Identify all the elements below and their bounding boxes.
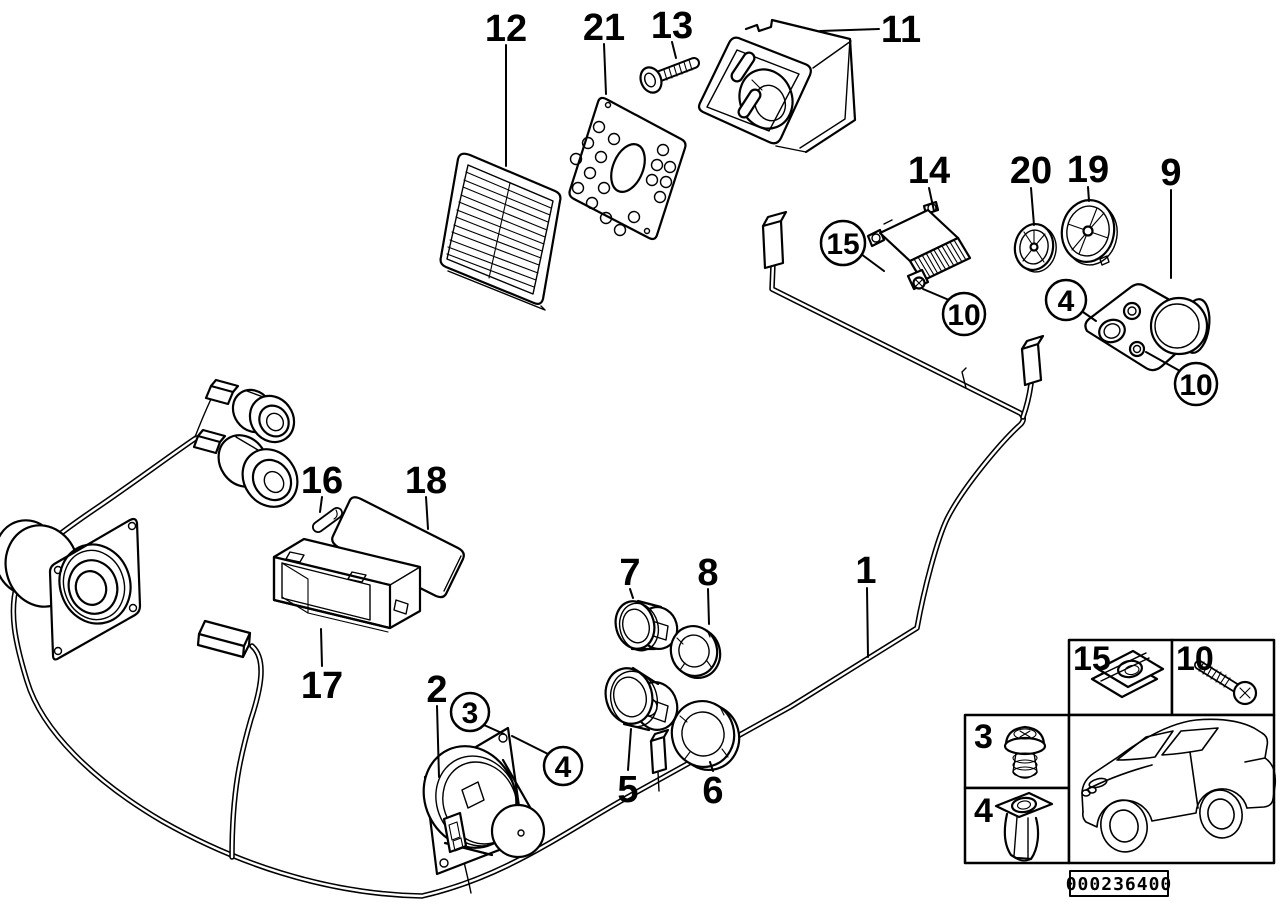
screw-rivet-icon [1003,725,1047,779]
part-18-cover-plate [331,496,465,599]
speaker-terminal [442,811,468,854]
clip-nut-icon [1090,649,1165,699]
connector-block [761,210,788,270]
callout-4-circled-b[interactable]: 4 [542,745,584,787]
callout-12[interactable]: 12 [485,8,527,50]
tweeter-feed-wire [194,398,212,438]
svg-text:4: 4 [1058,285,1075,318]
tapping-screw-icon [1194,660,1258,706]
legend-label-10[interactable]: 10 [1176,640,1214,678]
part-5-mid-speaker [604,666,679,732]
callout-18[interactable]: 18 [405,460,447,502]
callout-10-circled-b[interactable]: 10 [1173,361,1219,407]
callout-17[interactable]: 17 [301,665,343,707]
callout-15-circled[interactable]: 15 [819,219,867,267]
svg-text:10: 10 [1179,369,1212,402]
callout-21[interactable]: 21 [583,7,625,49]
diagram-number-box: 000236400 [1066,870,1173,897]
connector-block [1020,334,1045,387]
part-14-finned-bracket [866,200,972,291]
connector-block [192,428,227,455]
callout-7[interactable]: 7 [619,552,640,594]
expansion-rivet-icon [994,791,1054,862]
callout-2[interactable]: 2 [426,669,447,711]
harness-stub [961,367,967,389]
legend-label-3[interactable]: 3 [974,718,993,756]
callout-6[interactable]: 6 [702,770,723,812]
tweeter-pair [217,388,299,508]
heatsink-fins [913,239,967,280]
legend-label-15[interactable]: 15 [1073,640,1111,678]
callout-11[interactable]: 11 [881,9,921,51]
legend: 15 10 3 4 000236400 [963,638,1277,897]
callout-20[interactable]: 20 [1010,150,1052,192]
part-2-speaker-assembly [422,726,546,876]
callout-16[interactable]: 16 [301,460,343,502]
svg-text:10: 10 [947,299,980,332]
callout-13[interactable]: 13 [651,5,693,47]
part-16-pin [312,507,343,533]
svg-text:3: 3 [462,697,479,730]
svg-text:15: 15 [826,228,859,261]
part-11-speaker-housing [697,18,857,154]
callout-9[interactable]: 9 [1160,152,1181,194]
connector-block [196,619,252,659]
callout-8[interactable]: 8 [697,552,718,594]
callout-1[interactable]: 1 [855,550,876,592]
part-21-mounting-plate [568,96,687,241]
car-silhouette [1081,718,1277,853]
connector-block [204,378,240,406]
callout-leader-lines [319,28,1181,778]
svg-text:4: 4 [555,751,572,784]
plate-holes [569,101,677,237]
diagram-number: 000236400 [1066,874,1173,895]
part-8-trim-ring-small [669,625,722,679]
harness-branch-wire [229,643,264,860]
screw-on-tweeter [1128,340,1146,358]
callout-5[interactable]: 5 [617,769,638,811]
part-9-tweeter-assembly [1084,283,1211,372]
callout-4-circled-a[interactable]: 4 [1044,278,1088,322]
legend-vehicle-cell [1067,713,1276,865]
rear-shelf-speaker [0,517,142,661]
legend-label-4[interactable]: 4 [974,792,993,830]
callout-19[interactable]: 19 [1067,149,1109,191]
part-20-round-grille-small [1013,223,1057,273]
part-17-storage-tray [272,537,422,633]
part-19-round-grille [1060,199,1118,266]
part-7-small-speaker [614,599,679,652]
callout-10-circled-a[interactable]: 10 [941,291,987,337]
part-13-screw [639,57,700,94]
harness-connector-blocks [192,210,1045,775]
callout-14[interactable]: 14 [908,150,950,192]
callout-3-circled[interactable]: 3 [449,691,491,733]
part-12-speaker-grille [439,152,562,311]
connector-block [649,728,670,775]
part-1-wiring-harness [10,261,1034,899]
grille-louvers [446,171,552,288]
part-6-trim-ring [670,700,741,771]
callouts: 12 21 13 11 14 20 19 9 15 10 4 10 16 18 … [301,5,1219,812]
